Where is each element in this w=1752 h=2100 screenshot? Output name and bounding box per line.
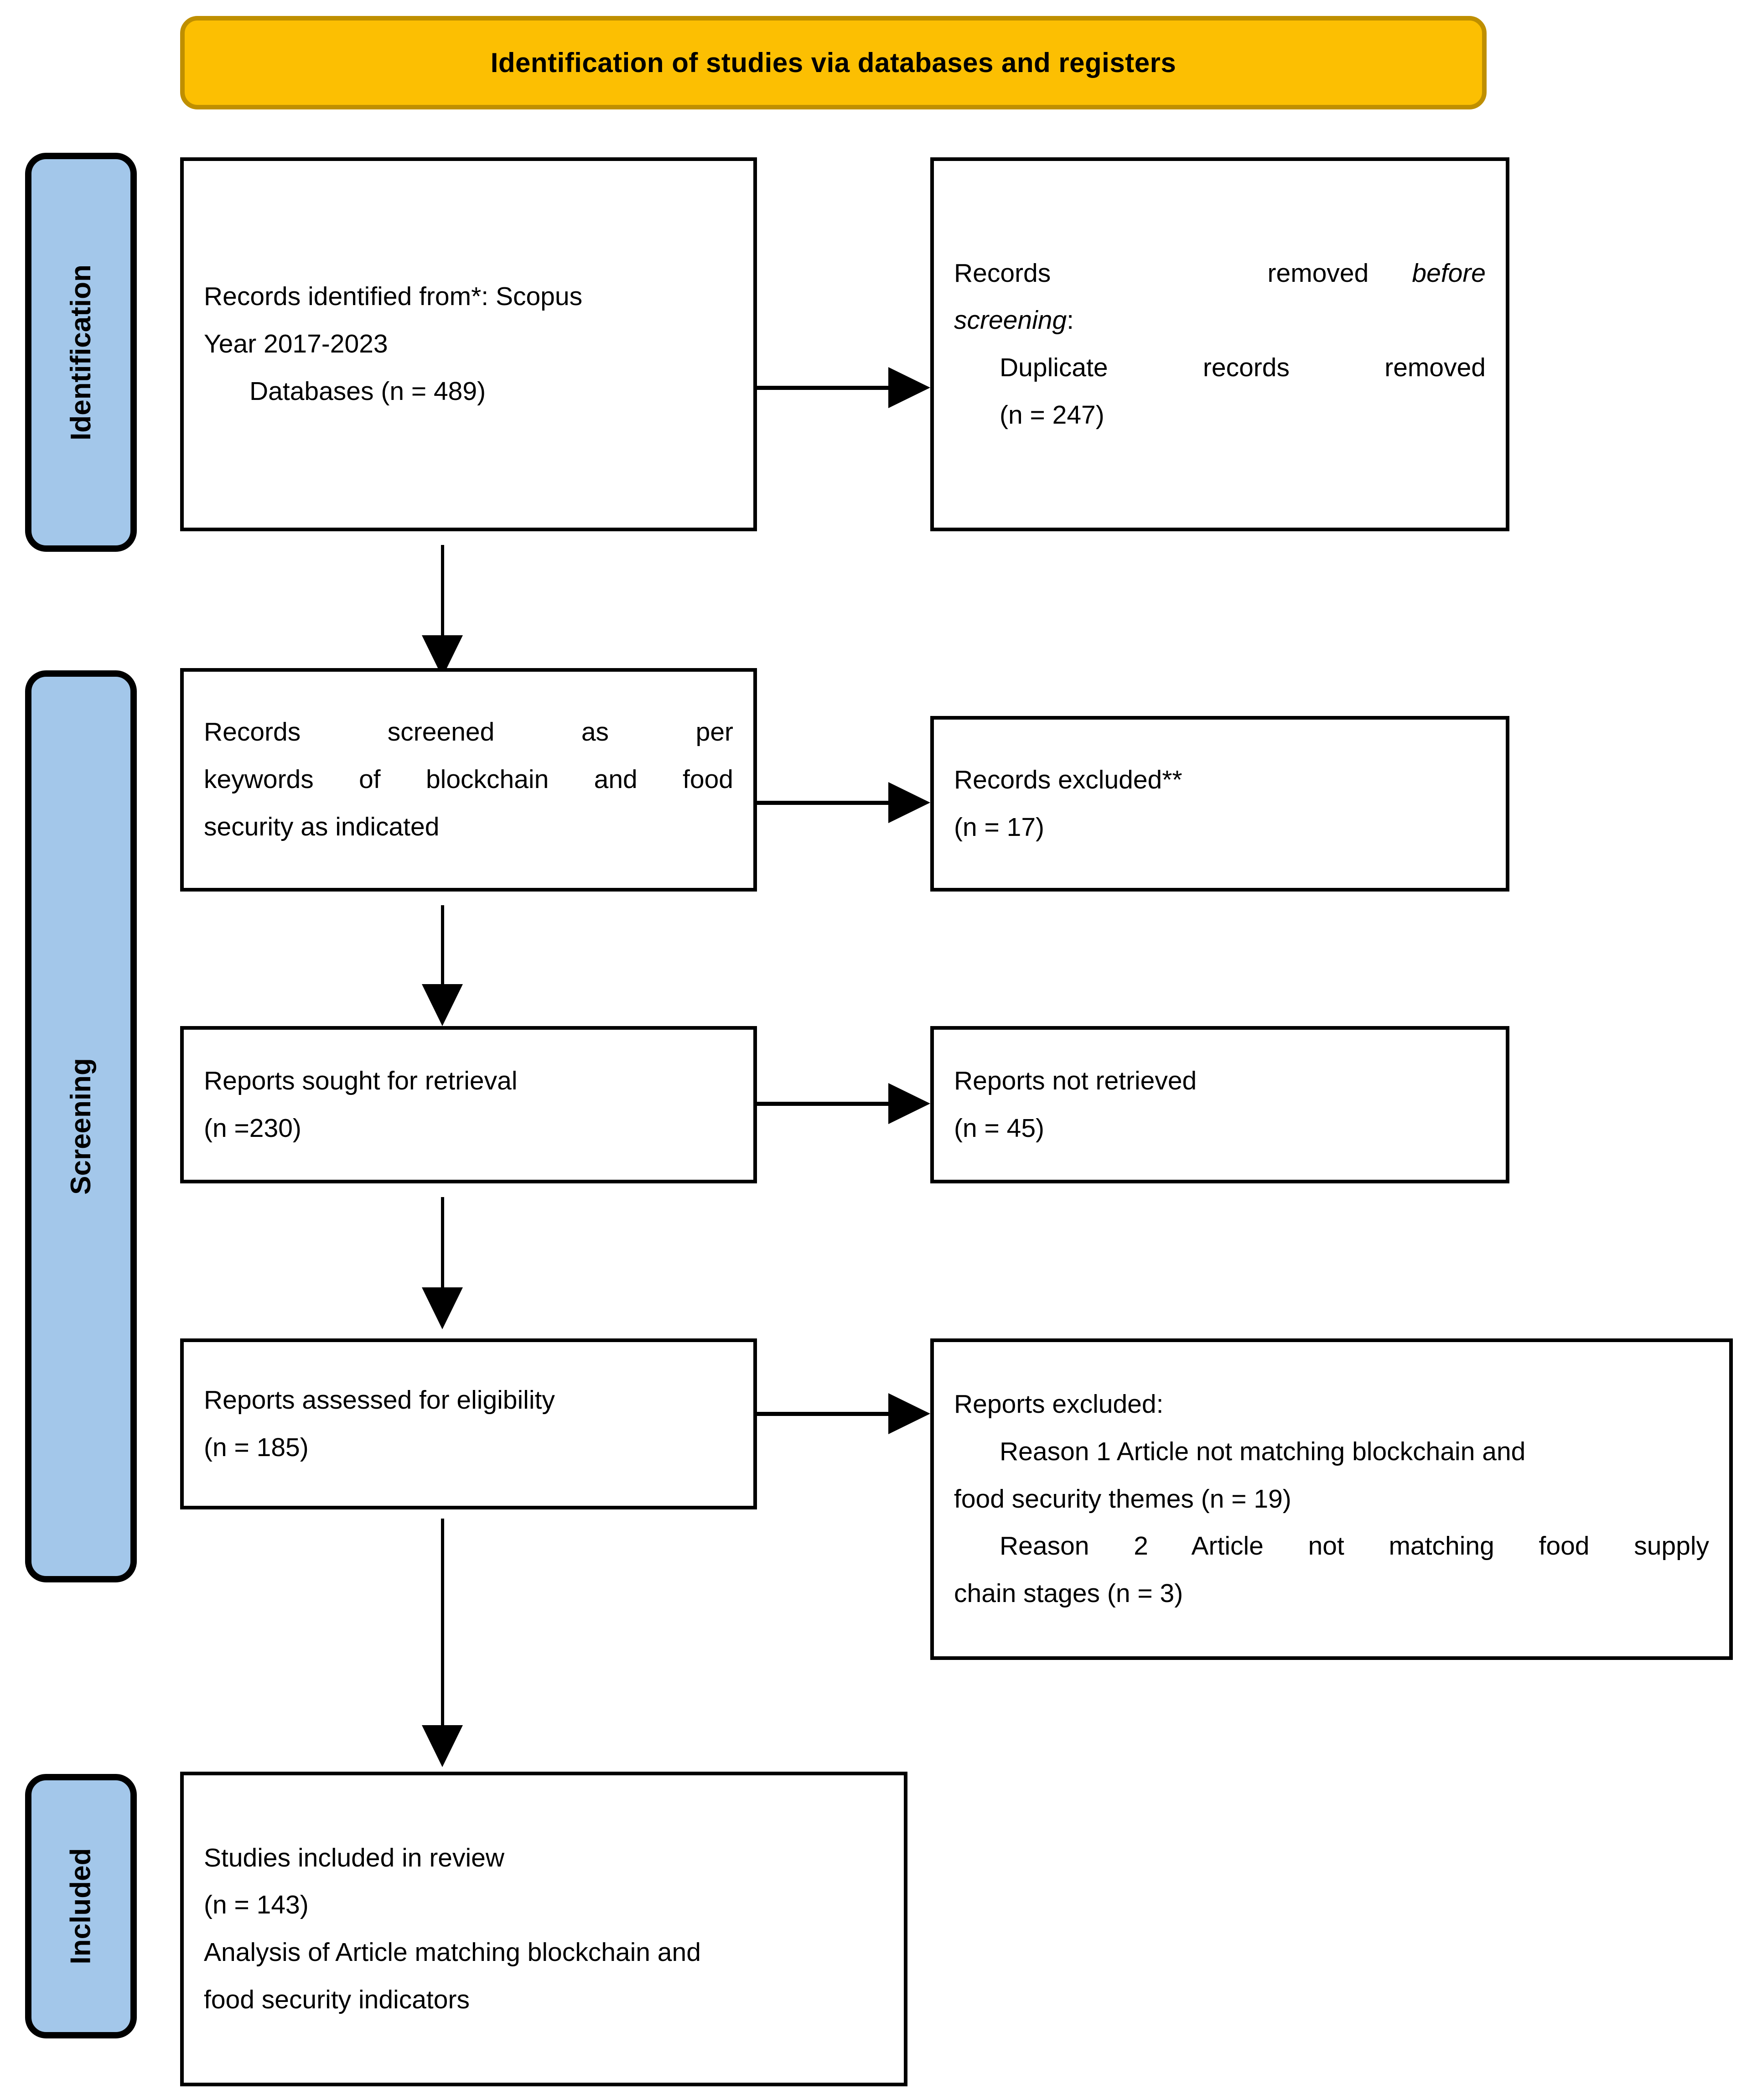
records-removed-line-4: (n = 247) — [1000, 400, 1104, 430]
stage-tab-included: Included — [25, 1774, 137, 2038]
records-excluded-line-2: (n = 17) — [954, 812, 1045, 842]
records-removed-line-2: screening: — [954, 306, 1074, 335]
box-records-removed: Records removed before screening: Duplic… — [930, 157, 1509, 531]
diagram-header-banner: Identification of studies via databases … — [180, 16, 1487, 109]
stage-tab-identification: Identification — [25, 153, 137, 552]
arrow-identified-to-removed — [757, 363, 930, 413]
reports-excluded-line-1: Reports excluded: — [954, 1390, 1164, 1419]
studies-included-line-2: (n = 143) — [204, 1890, 309, 1920]
box-records-identified: Records identified from*: Scopus Year 20… — [180, 157, 757, 531]
records-excluded-line-1: Records excluded** — [954, 765, 1182, 794]
arrow-sought-to-assessed — [401, 1197, 483, 1329]
arrow-assessed-to-included — [401, 1519, 483, 1767]
box-records-excluded: Records excluded** (n = 17) — [930, 716, 1509, 892]
reports-not-retrieved-line-1: Reports not retrieved — [954, 1066, 1197, 1095]
records-screened-line-2: keywords of blockchain and food — [204, 765, 733, 794]
reports-excluded-line-4: Reason 2 Article not matching food suppl… — [1000, 1531, 1709, 1561]
reports-excluded-line-2: Reason 1 Article not matching blockchain… — [1000, 1436, 1526, 1466]
banner-title: Identification of studies via databases … — [490, 47, 1177, 78]
stage-tab-screening-label: Screening — [65, 1058, 97, 1195]
arrow-identified-to-screened — [401, 545, 483, 677]
reports-assessed-line-2: (n = 185) — [204, 1432, 309, 1462]
stage-tab-identification-label: Identification — [65, 264, 97, 441]
records-identified-line-1: Records identified from*: Scopus — [204, 282, 583, 311]
box-reports-excluded: Reports excluded: Reason 1 Article not m… — [930, 1338, 1733, 1660]
studies-included-line-3: Analysis of Article matching blockchain … — [204, 1938, 701, 1967]
arrow-screened-to-sought — [401, 905, 483, 1026]
records-removed-line-3: Duplicate records removed — [1000, 353, 1486, 382]
reports-excluded-line-3: food security themes (n = 19) — [954, 1484, 1291, 1514]
box-reports-assessed: Reports assessed for eligibility (n = 18… — [180, 1338, 757, 1509]
reports-excluded-line-5: chain stages (n = 3) — [954, 1579, 1183, 1608]
box-reports-sought: Reports sought for retrieval (n =230) — [180, 1026, 757, 1183]
reports-sought-line-2: (n =230) — [204, 1113, 301, 1143]
box-records-screened: Records screened as per keywords of bloc… — [180, 668, 757, 892]
stage-tab-screening: Screening — [25, 670, 137, 1582]
records-identified-line-2: Year 2017-2023 — [204, 329, 388, 359]
reports-not-retrieved-line-2: (n = 45) — [954, 1113, 1045, 1143]
stage-tab-included-label: Included — [65, 1848, 97, 1965]
box-studies-included: Studies included in review (n = 143) Ana… — [180, 1772, 907, 2086]
studies-included-line-4: food security indicators — [204, 1985, 470, 2014]
arrow-sought-to-not-retrieved — [757, 1079, 930, 1129]
records-identified-line-3: Databases (n = 489) — [249, 376, 486, 406]
records-removed-line-1: Records removed before — [954, 258, 1486, 288]
studies-included-line-1: Studies included in review — [204, 1843, 505, 1872]
reports-assessed-line-1: Reports assessed for eligibility — [204, 1385, 555, 1415]
arrow-assessed-to-reports-excluded — [757, 1389, 930, 1439]
records-screened-line-1: Records screened as per — [204, 717, 733, 747]
records-screened-line-3: security as indicated — [204, 812, 440, 841]
reports-sought-line-1: Reports sought for retrieval — [204, 1066, 518, 1095]
box-reports-not-retrieved: Reports not retrieved (n = 45) — [930, 1026, 1509, 1183]
arrow-screened-to-excluded — [757, 778, 930, 828]
